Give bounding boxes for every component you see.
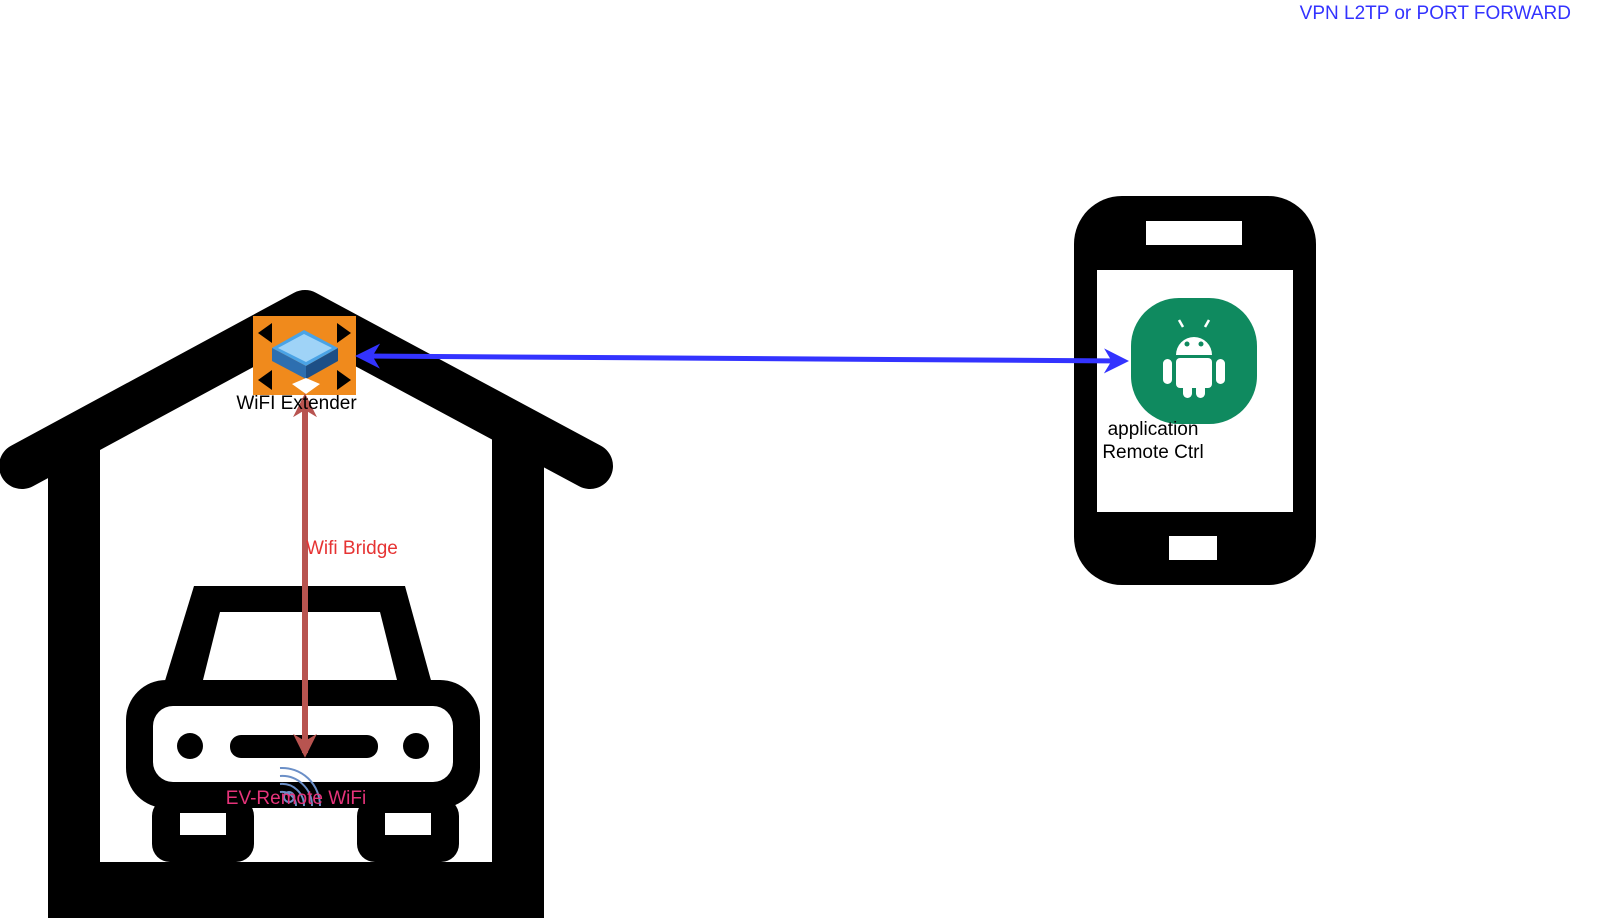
vpn-connector-arrow: [355, 343, 1129, 374]
android-app-icon: [1131, 298, 1257, 424]
vpn-connection-label: VPN L2TP or PORT FORWARD: [1299, 3, 1571, 24]
ev-remote-wifi-label: EV-Remote WiFi: [225, 788, 367, 809]
wifi-signal-icon: [279, 766, 322, 807]
wifi-extender-icon: [253, 316, 356, 395]
app-label-line1: application: [1107, 419, 1199, 440]
wifi-bridge-label: Wifi Bridge: [306, 538, 398, 559]
wifi-extender-label: WiFI Extender: [236, 393, 357, 414]
app-label-line2: Remote Ctrl: [1102, 441, 1204, 463]
app-label: application Remote Ctrl: [1083, 419, 1223, 465]
